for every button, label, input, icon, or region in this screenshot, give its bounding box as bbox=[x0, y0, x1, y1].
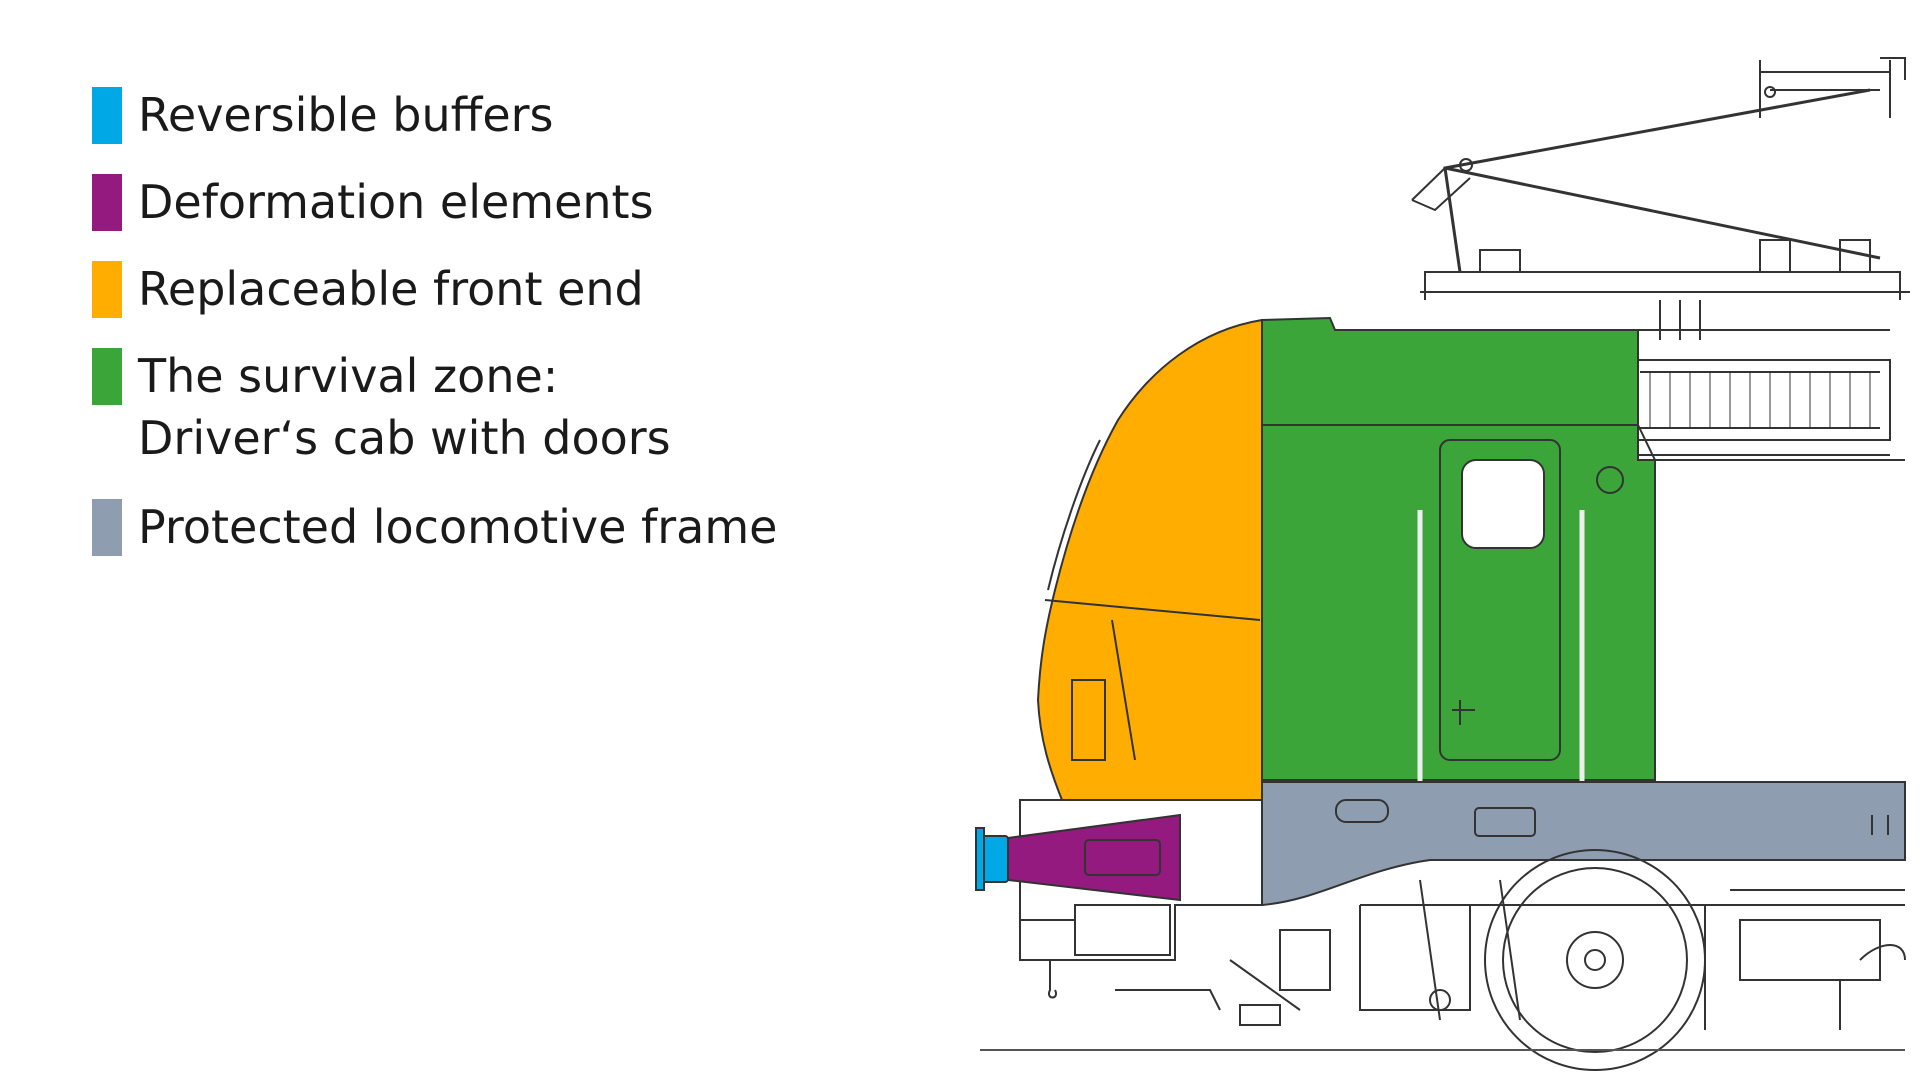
legend-item-survival-zone: The survival zone: Driver‘s cab with doo… bbox=[92, 345, 892, 469]
locomotive-frame-shape bbox=[1261, 781, 1906, 907]
swatch-reversible-buffers bbox=[92, 87, 122, 144]
swatch-survival-zone bbox=[92, 348, 122, 405]
survival-zone-shape bbox=[1261, 316, 1656, 781]
buffer-shape bbox=[981, 835, 1009, 883]
legend-label-drivers-cab: Driver‘s cab with doors bbox=[138, 411, 671, 465]
legend-item-protected-frame: Protected locomotive frame bbox=[92, 496, 892, 558]
swatch-deformation-elements bbox=[92, 174, 122, 231]
locomotive-illustration bbox=[940, 40, 1920, 1080]
pantograph bbox=[1411, 57, 1910, 340]
cab-door bbox=[1439, 439, 1561, 761]
roof-equipment bbox=[1629, 329, 1891, 456]
legend-item-reversible-buffers: Reversible buffers bbox=[92, 84, 892, 146]
legend-label-deformation-elements: Deformation elements bbox=[138, 175, 654, 229]
swatch-protected-frame bbox=[92, 499, 122, 556]
legend-item-deformation-elements: Deformation elements bbox=[92, 171, 892, 233]
legend-label-protected-frame: Protected locomotive frame bbox=[138, 500, 778, 554]
swatch-replaceable-front-end bbox=[92, 261, 122, 318]
legend-label-survival-zone: The survival zone: bbox=[138, 349, 559, 403]
legend-label-replaceable-front-end: Replaceable front end bbox=[138, 262, 644, 316]
bogie bbox=[1115, 849, 1906, 1071]
legend: Reversible buffers Deformation elements … bbox=[92, 84, 892, 583]
locomotive-svg bbox=[975, 57, 1910, 1071]
cab-door-window bbox=[1461, 459, 1545, 549]
legend-item-replaceable-front-end: Replaceable front end bbox=[92, 258, 892, 320]
legend-label-reversible-buffers: Reversible buffers bbox=[138, 88, 554, 142]
